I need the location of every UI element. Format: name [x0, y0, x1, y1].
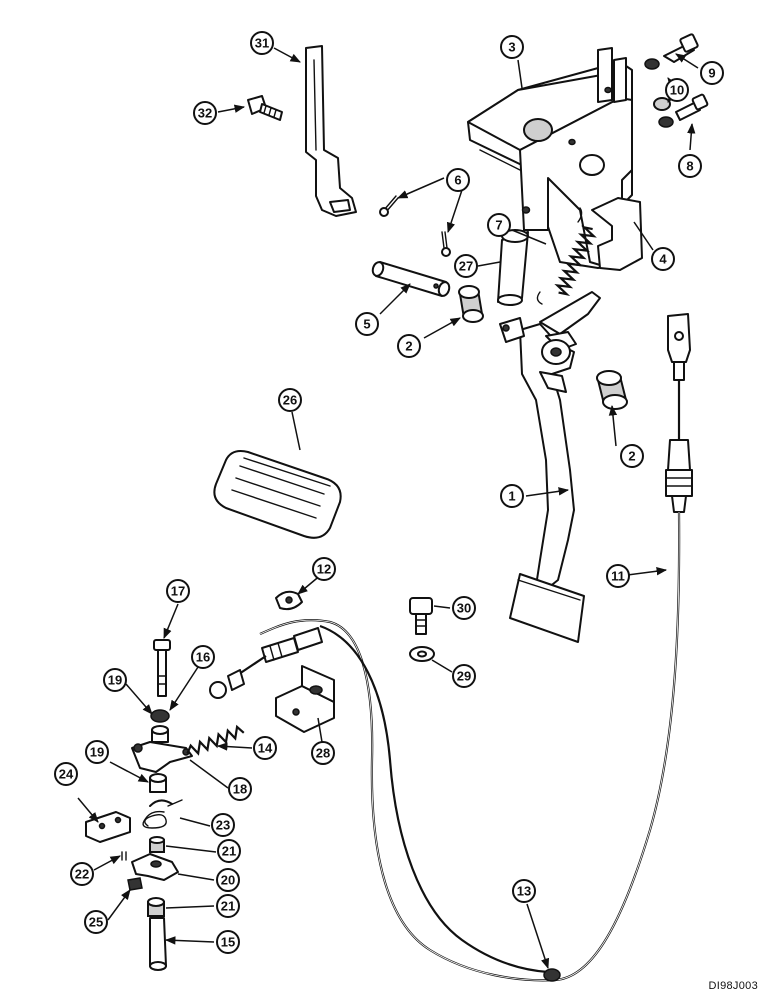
svg-text:13: 13 [517, 884, 531, 899]
svg-text:27: 27 [459, 259, 473, 274]
retaining-clip [275, 590, 303, 611]
callout-11: 11 [606, 564, 630, 588]
callout-18: 18 [228, 777, 252, 801]
svg-text:28: 28 [316, 746, 330, 761]
callout-29: 29 [452, 664, 476, 688]
return-spring [536, 207, 597, 305]
callout-21b: 21 [216, 894, 240, 918]
washer-part-29 [409, 646, 435, 662]
svg-text:14: 14 [258, 741, 273, 756]
callout-13: 13 [512, 879, 536, 903]
clutch-cable [259, 313, 693, 982]
pivot-pin [371, 261, 451, 297]
cable-clip [543, 968, 561, 982]
svg-text:31: 31 [255, 36, 269, 51]
svg-text:26: 26 [283, 393, 297, 408]
svg-text:8: 8 [686, 159, 693, 174]
svg-text:3: 3 [508, 40, 515, 55]
svg-text:16: 16 [196, 650, 210, 665]
svg-text:2: 2 [405, 339, 412, 354]
callout-19a: 19 [103, 668, 127, 692]
bolt-part-30 [409, 597, 433, 635]
svg-text:4: 4 [659, 252, 667, 267]
svg-text:11: 11 [611, 569, 625, 584]
svg-text:21: 21 [221, 899, 235, 914]
callout-26: 26 [278, 388, 302, 412]
svg-text:25: 25 [89, 915, 103, 930]
svg-text:30: 30 [457, 601, 471, 616]
spacer-tube [497, 229, 529, 306]
callout-17: 17 [166, 579, 190, 603]
svg-text:7: 7 [495, 218, 502, 233]
callout-19b: 19 [85, 740, 109, 764]
svg-text:1: 1 [508, 489, 515, 504]
callout-30: 30 [452, 596, 476, 620]
callout-1: 1 [500, 484, 524, 508]
callout-10: 10 [665, 78, 689, 102]
svg-text:9: 9 [708, 66, 715, 81]
clutch-pedal [499, 291, 601, 643]
svg-text:21: 21 [222, 844, 236, 859]
callout-25: 25 [84, 910, 108, 934]
svg-text:18: 18 [233, 782, 247, 797]
svg-text:19: 19 [108, 673, 122, 688]
svg-text:22: 22 [75, 867, 89, 882]
svg-text:5: 5 [363, 317, 370, 332]
callout-2a: 2 [397, 334, 421, 358]
cable-outer-loop [319, 624, 549, 974]
svg-text:24: 24 [59, 767, 74, 782]
callout-3: 3 [500, 35, 524, 59]
callout-16: 16 [191, 645, 215, 669]
callout-24: 24 [54, 762, 78, 786]
svg-text:19: 19 [90, 745, 104, 760]
callout-23: 23 [211, 813, 235, 837]
svg-text:29: 29 [457, 669, 471, 684]
linkage-assembly [85, 639, 245, 971]
callout-7: 7 [487, 213, 511, 237]
callout-27: 27 [454, 254, 478, 278]
pedal-stop-lever [305, 45, 357, 217]
callout-28: 28 [311, 741, 335, 765]
svg-text:23: 23 [216, 818, 230, 833]
cable-end-fitting [209, 627, 323, 699]
svg-text:6: 6 [454, 173, 461, 188]
bush-lower [596, 370, 628, 410]
bush-upper [458, 285, 484, 323]
callout-15: 15 [216, 930, 240, 954]
svg-text:2: 2 [628, 449, 635, 464]
callout-22: 22 [70, 862, 94, 886]
svg-text:10: 10 [670, 83, 684, 98]
callout-9: 9 [700, 61, 724, 85]
cable-bracket [275, 665, 335, 733]
split-pins [379, 195, 451, 257]
bolt-part-32 [247, 95, 283, 121]
callout-21a: 21 [217, 839, 241, 863]
callout-5: 5 [355, 312, 379, 336]
svg-text:15: 15 [221, 935, 235, 950]
svg-text:20: 20 [221, 873, 235, 888]
callout-14: 14 [253, 736, 277, 760]
callout-8: 8 [678, 154, 702, 178]
callout-12: 12 [312, 557, 336, 581]
svg-text:12: 12 [317, 562, 331, 577]
callout-6: 6 [446, 168, 470, 192]
leader-lines [77, 47, 699, 969]
callout-32: 32 [193, 101, 217, 125]
figure-reference-code: DI98J003 [708, 980, 758, 992]
svg-text:32: 32 [198, 106, 212, 121]
callout-20: 20 [216, 868, 240, 892]
callout-31: 31 [250, 31, 274, 55]
svg-text:17: 17 [171, 584, 185, 599]
callout-2b: 2 [620, 444, 644, 468]
callout-4: 4 [651, 247, 675, 271]
pedal-pad-rubber [213, 450, 342, 539]
pedal-support-bracket [467, 47, 643, 271]
